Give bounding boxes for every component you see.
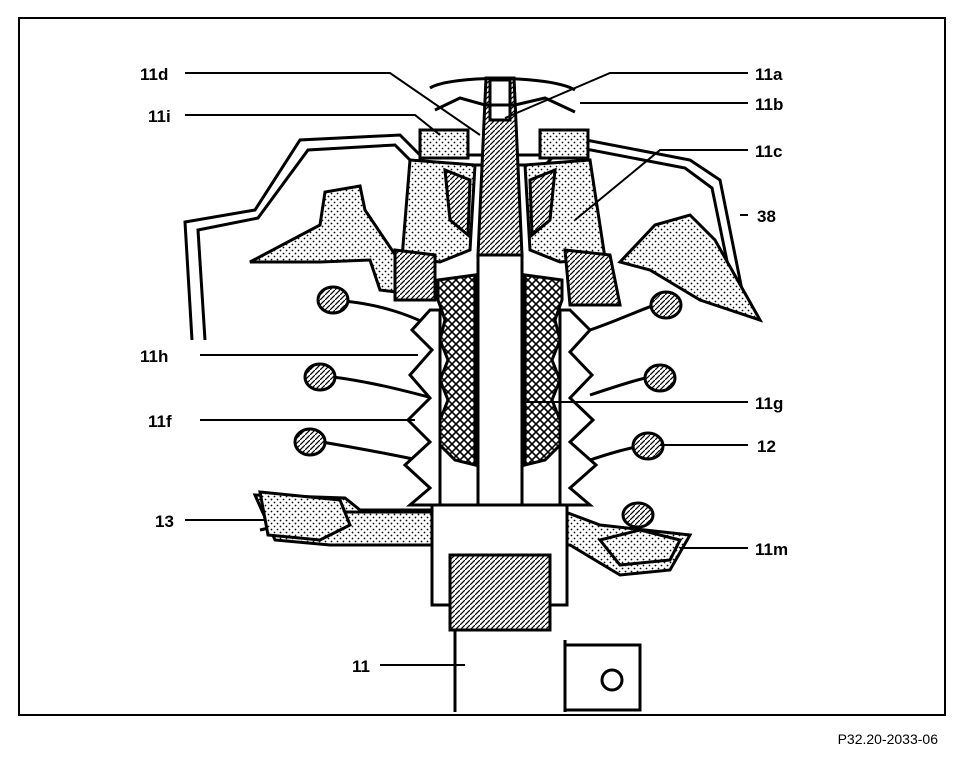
label-11b: 11b <box>755 95 783 114</box>
label-11i: 11i <box>148 107 171 126</box>
label-11g: 11g <box>755 394 783 413</box>
bump-stop <box>436 273 564 467</box>
label-13: 13 <box>155 512 174 531</box>
label-11f: 11f <box>148 412 172 431</box>
shock-absorber-body <box>430 503 642 712</box>
label-12: 12 <box>757 437 776 456</box>
label-38: 38 <box>757 207 776 226</box>
label-11: 11 <box>352 657 370 676</box>
seat-bearings <box>249 184 764 567</box>
figure-reference: P32.20-2033-06 <box>837 731 938 747</box>
protective-bellows <box>402 308 599 507</box>
upper-mount-rubber <box>400 128 607 264</box>
label-11d: 11d <box>140 65 168 84</box>
label-11a: 11a <box>755 65 783 84</box>
leader-lines <box>185 72 748 666</box>
piston-rod <box>476 253 524 507</box>
label-11m: 11m <box>755 540 788 559</box>
label-11c: 11c <box>755 142 782 161</box>
label-11h: 11h <box>140 347 168 366</box>
centre-bolt-assembly <box>429 76 576 257</box>
